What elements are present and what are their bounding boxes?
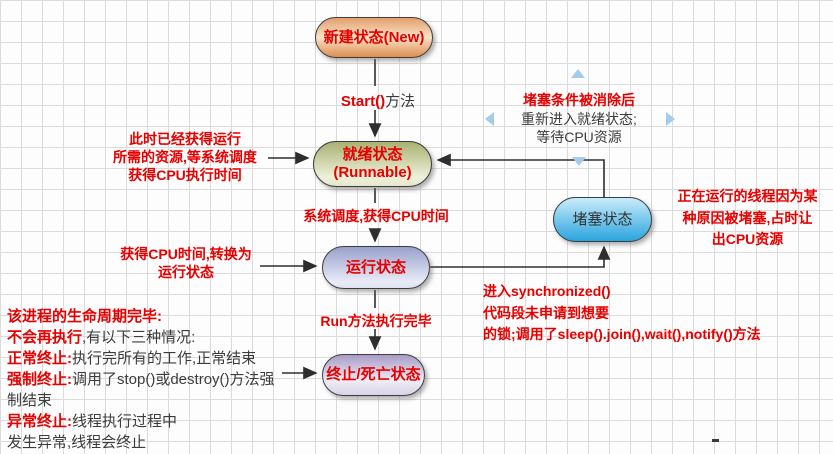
direction-arrow-left-icon[interactable] xyxy=(485,112,494,126)
note-cpu-line: 获得CPU时间,转换为 xyxy=(120,246,252,262)
note-blocked-reason: 正在运行的线程因为某 种原因被堵塞,占时让 出CPU资源 xyxy=(662,186,833,251)
lifecycle-line-5: 制结束 xyxy=(7,392,53,409)
synchronized-line: 的锁;调用了sleep().join(),wait(),notify()方法 xyxy=(483,326,761,342)
note-lifecycle-end: 该进程的生命周期完毕: 不会再执行,有以下三种情况: 正常终止:执行完所有的工作… xyxy=(7,306,307,453)
watermark-dash xyxy=(712,439,719,442)
edge-label-run-done: Run方法执行完毕 xyxy=(320,313,432,329)
lifecycle-line-3-text: 执行完所有的工作,正常结束 xyxy=(72,350,257,367)
node-new-state[interactable]: 新建状态(New) xyxy=(315,17,433,58)
node-running-state[interactable]: 运行状态 xyxy=(322,246,430,289)
edge-label-schedule: 系统调度,获得CPU时间 xyxy=(303,208,449,224)
start-method-emphasis: Start() xyxy=(340,93,386,110)
unblock-line-2: 重新进入就绪状态; xyxy=(521,110,637,127)
note-ready-resources: 此时已经获得运行 所需的资源,等系统调度 获得CPU执行时间 xyxy=(93,130,277,184)
node-dead-state[interactable]: 终止/死亡状态 xyxy=(322,354,425,396)
node-blocked-state-label: 堵塞状态 xyxy=(572,210,633,228)
note-ready-line: 所需的资源,等系统调度 xyxy=(113,149,257,165)
blocked-reason-line: 正在运行的线程因为某 xyxy=(677,188,818,204)
lifecycle-line-4: 强制终止:调用了stop()或destroy()方法强 xyxy=(7,369,307,390)
node-dead-state-label: 终止/死亡状态 xyxy=(326,366,421,383)
unblock-line-3: 等待CPU资源 xyxy=(536,129,622,145)
edge-running-to-blocked xyxy=(430,245,611,268)
lifecycle-line-2-text: ,有以下三种情况: xyxy=(82,329,196,346)
note-ready-line: 此时已经获得运行 xyxy=(129,131,241,147)
blocked-reason-line: 出CPU资源 xyxy=(711,231,784,247)
lifecycle-line-4-text: 调用了stop()或destroy()方法强 xyxy=(72,371,275,388)
edge-label-start-method: Start()方法 xyxy=(328,90,428,111)
note-cpu-line: 运行状态 xyxy=(158,264,214,280)
lifecycle-line-6: 异常终止:线程执行过程中 xyxy=(7,411,307,432)
synchronized-line: 进入synchronized() xyxy=(483,283,611,299)
lifecycle-line-6-emphasis: 异常终止: xyxy=(7,413,72,430)
direction-arrow-right-icon[interactable] xyxy=(666,112,675,126)
note-cpu-to-running: 获得CPU时间,转换为 运行状态 xyxy=(100,245,272,281)
lifecycle-line-6-text: 线程执行过程中 xyxy=(72,413,178,430)
lifecycle-line-1: 该进程的生命周期完毕: xyxy=(7,308,162,325)
node-runnable-state-label-line1: 就绪状态 xyxy=(342,146,403,163)
lifecycle-line-2: 不会再执行,有以下三种情况: xyxy=(7,327,307,348)
lifecycle-line-3: 正常终止:执行完所有的工作,正常结束 xyxy=(7,348,307,369)
note-synchronized: 进入synchronized() 代码段未申请到想要 的锁;调用了sleep()… xyxy=(483,281,788,346)
node-running-state-label: 运行状态 xyxy=(345,258,406,276)
direction-arrow-up-icon[interactable] xyxy=(571,69,585,78)
direction-arrow-down-icon[interactable] xyxy=(572,157,586,166)
node-blocked-state[interactable]: 堵塞状态 xyxy=(553,197,652,242)
lifecycle-line-7: 发生异常,线程会终止 xyxy=(7,434,147,451)
unblock-line-1: 堵塞条件被消除后 xyxy=(523,92,635,108)
note-unblock-condition: 堵塞条件被消除后 重新进入就绪状态; 等待CPU资源 xyxy=(494,91,664,147)
lifecycle-line-2-emphasis: 不会再执行 xyxy=(7,329,83,346)
lifecycle-line-3-emphasis: 正常终止: xyxy=(7,350,72,367)
node-runnable-state[interactable]: 就绪状态 (Runnable) xyxy=(313,141,432,187)
node-new-state-label: 新建状态(New) xyxy=(323,28,425,46)
blocked-reason-line: 种原因被堵塞,占时让 xyxy=(682,209,813,226)
lifecycle-line-4-emphasis: 强制终止: xyxy=(7,371,72,388)
synchronized-line: 代码段未申请到想要 xyxy=(483,304,609,321)
node-runnable-state-label-line2: (Runnable) xyxy=(333,164,412,181)
start-method-rest: 方法 xyxy=(385,93,416,110)
note-ready-line: 获得CPU执行时间 xyxy=(128,167,242,183)
